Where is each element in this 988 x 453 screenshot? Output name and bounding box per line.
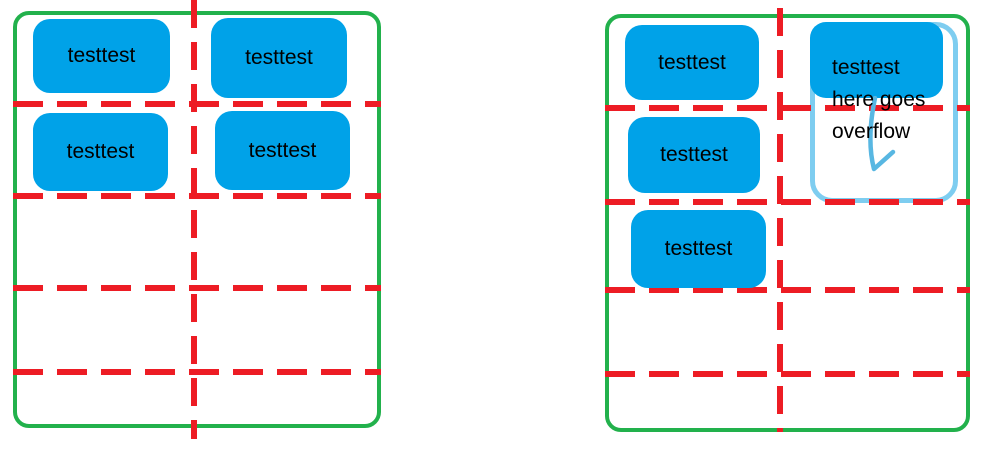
overflow-text-line: overflow [832,120,911,143]
left-grid-vertical-line [191,0,197,439]
right-grid-vertical-line [777,8,783,432]
overflow-card [810,22,943,98]
test-card: testtest [625,25,759,100]
test-card: testtest [33,19,170,93]
left-grid-hline-3 [13,285,381,291]
left-grid-container: testtest testtest testtest testtest [13,0,381,439]
left-grid-hline-2 [13,193,381,199]
test-card: testtest [215,111,350,190]
overflow-text-line: here goes [832,88,926,111]
overflow-card-text: testtest here goes overflow [832,52,925,148]
test-card: testtest [628,117,760,193]
left-container-border [13,11,381,428]
left-grid-hline-4 [13,369,381,375]
overflow-text-line: testtest [832,56,900,79]
right-grid-hline-1 [605,105,970,111]
right-grid-hline-3 [605,287,970,293]
test-card: testtest [33,113,168,191]
left-grid-hline-1 [13,101,381,107]
test-card: testtest [631,210,766,288]
right-grid-hline-4 [605,371,970,377]
right-grid-container: testtest testtest testtest testtest here… [605,8,970,432]
right-container-border [605,14,970,432]
test-card: testtest [211,18,347,98]
right-grid-hline-2 [605,199,970,205]
down-arrow-icon [861,95,905,182]
